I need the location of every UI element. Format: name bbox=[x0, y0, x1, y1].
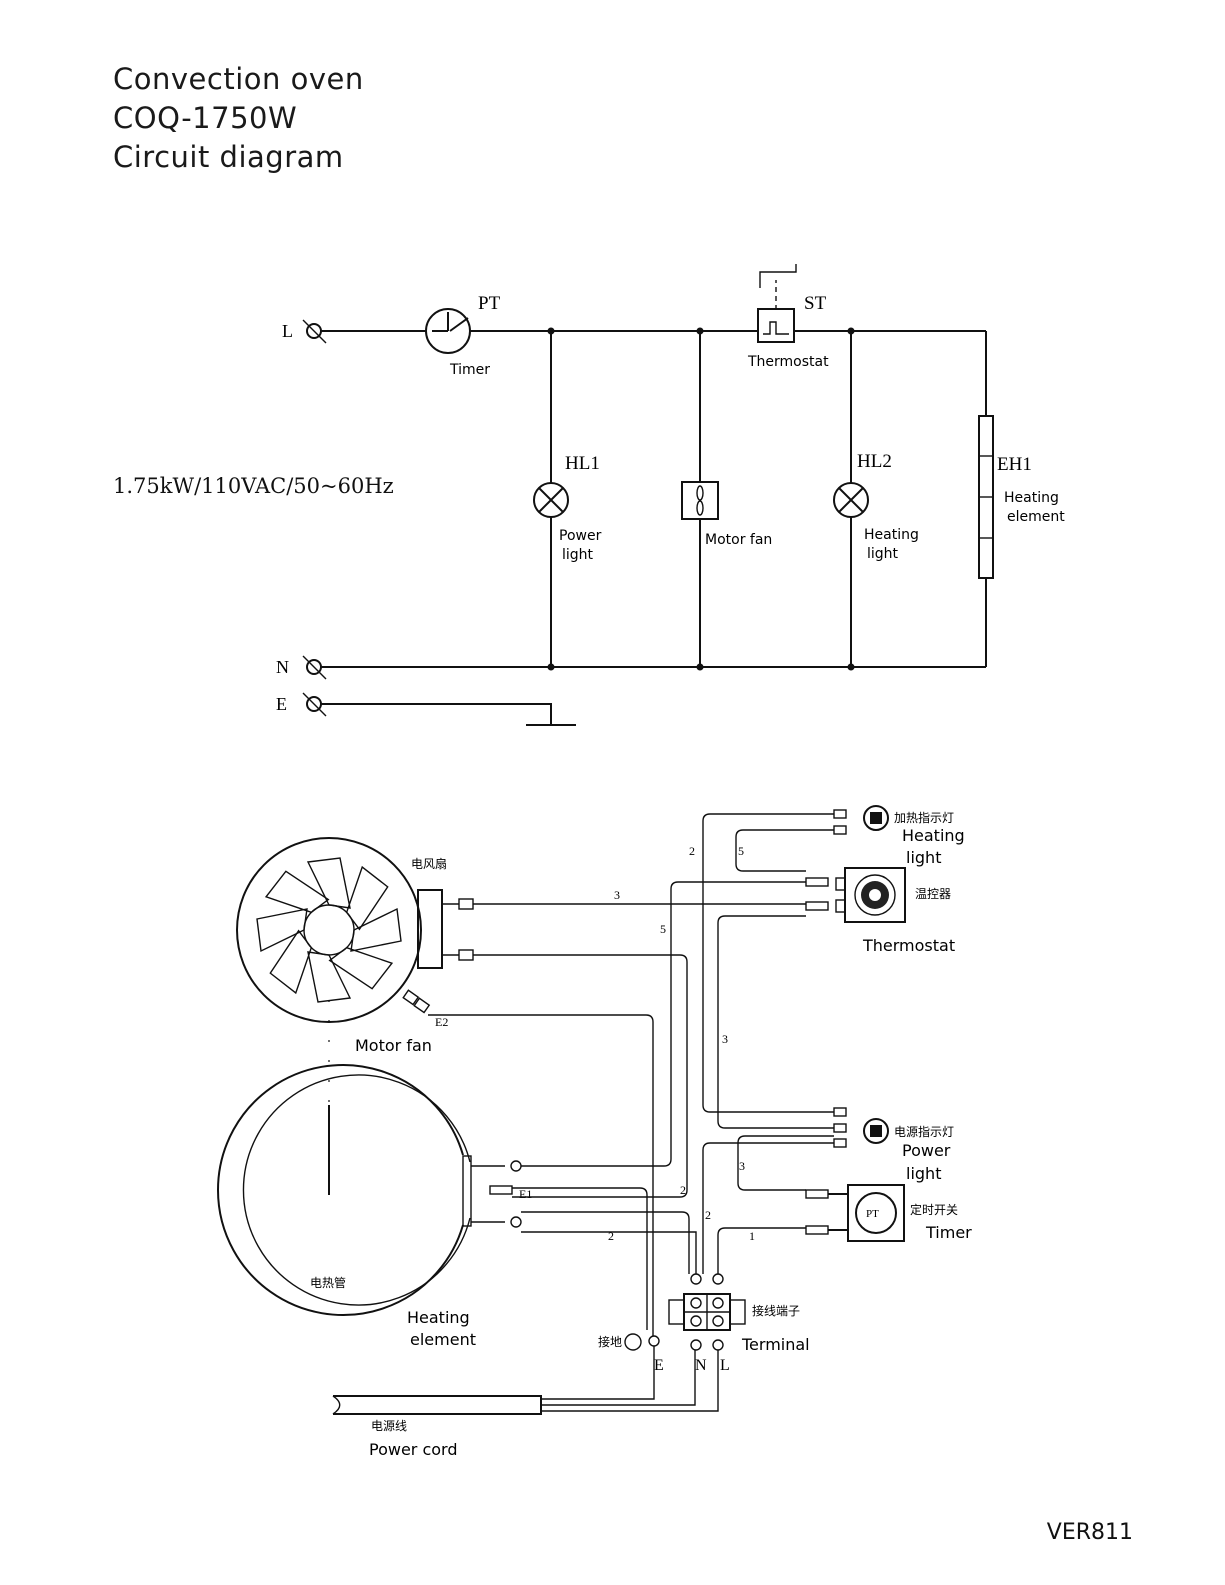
title-product: Convection oven bbox=[113, 62, 364, 96]
cord-n-label: N bbox=[695, 1357, 707, 1374]
wire-number: 2 bbox=[680, 1183, 686, 1197]
cord-en: Power cord bbox=[369, 1440, 458, 1459]
ground-cn: 接地 bbox=[598, 1334, 622, 1349]
cord-l-label: L bbox=[720, 1357, 730, 1374]
heating-element-code: EH1 bbox=[997, 454, 1032, 475]
power-light-en-1: Power bbox=[902, 1141, 951, 1160]
cord-cn: 电源线 bbox=[371, 1419, 407, 1433]
ground-icon bbox=[624, 1333, 642, 1351]
power-light-symbol bbox=[533, 482, 569, 518]
terminal-n-label: N bbox=[276, 657, 289, 677]
power-cord bbox=[332, 1346, 719, 1415]
wiring-diagram: 电风扇 Motor fan E2 电热管 Heating element E1 bbox=[217, 805, 972, 1459]
timer-drawing bbox=[805, 1184, 905, 1242]
fan-ground-label: E2 bbox=[435, 1015, 448, 1029]
heating-light-label-1: Heating bbox=[864, 527, 919, 543]
terminal-l-label: L bbox=[282, 321, 293, 341]
terminal-cn: 接线端子 bbox=[752, 1303, 800, 1318]
timer-symbol bbox=[425, 308, 471, 354]
wire-number: 2 bbox=[608, 1229, 614, 1243]
heating-element-drawing bbox=[217, 1064, 505, 1316]
thermostat-symbol bbox=[757, 264, 797, 343]
power-light-icon bbox=[863, 1118, 889, 1144]
heating-element-label-1: Heating bbox=[1004, 490, 1059, 506]
timer-label: Timer bbox=[449, 362, 490, 378]
heating-light-code: HL2 bbox=[857, 451, 892, 472]
timer-code-label: PT bbox=[866, 1208, 879, 1220]
title-diagram: Circuit diagram bbox=[113, 140, 344, 174]
wire-number: 5 bbox=[738, 844, 744, 858]
timer-en: Timer bbox=[925, 1223, 972, 1242]
fan-label-en: Motor fan bbox=[355, 1036, 432, 1055]
power-light-label-2: light bbox=[562, 547, 594, 563]
terminal-e-label: E bbox=[276, 694, 287, 714]
wire-number: 3 bbox=[614, 888, 620, 902]
element-ground-label: E1 bbox=[519, 1187, 532, 1201]
terminal-block bbox=[668, 1273, 746, 1351]
thermostat-device-icon bbox=[844, 867, 906, 923]
timer-code: PT bbox=[478, 293, 501, 314]
element-label-cn: 电热管 bbox=[310, 1275, 346, 1290]
power-light-code: HL1 bbox=[565, 453, 600, 474]
wire-number: 3 bbox=[722, 1032, 728, 1046]
wire-number: 2 bbox=[705, 1208, 711, 1222]
heating-element-symbol bbox=[978, 415, 994, 579]
timer-cn: 定时开关 bbox=[910, 1202, 958, 1217]
motor-fan-symbol bbox=[681, 481, 719, 520]
motor-fan-icon bbox=[236, 837, 422, 1023]
heating-light-label-2: light bbox=[867, 546, 899, 562]
thermostat-drawing bbox=[805, 867, 906, 923]
motor-fan-label: Motor fan bbox=[705, 532, 772, 548]
thermostat-en: Thermostat bbox=[862, 936, 955, 955]
wire-number: 3 bbox=[739, 1159, 745, 1173]
element-label-en-2: element bbox=[410, 1330, 476, 1349]
heating-light-icon bbox=[863, 805, 889, 831]
power-light-en-2: light bbox=[906, 1164, 941, 1183]
cord-e-label: E bbox=[654, 1357, 664, 1374]
terminal-en: Terminal bbox=[741, 1335, 810, 1354]
wire-number: 2 bbox=[689, 844, 695, 858]
thermostat-cn: 温控器 bbox=[915, 887, 951, 901]
power-rating: 1.75kW/110VAC/50~60Hz bbox=[113, 474, 394, 498]
wire-number: 1 bbox=[749, 1229, 755, 1243]
power-light-label-1: Power bbox=[559, 528, 602, 544]
power-light-cn: 电源指示灯 bbox=[894, 1124, 954, 1139]
schematic-diagram: L PT Timer ST Thermostat bbox=[276, 264, 1065, 726]
wire-number: 5 bbox=[660, 922, 666, 936]
heating-light-en-1: Heating bbox=[902, 826, 965, 845]
heating-element-label-2: element bbox=[1007, 509, 1065, 525]
heating-light-en-2: light bbox=[906, 848, 941, 867]
thermostat-label: Thermostat bbox=[747, 354, 829, 370]
timer-device-icon bbox=[847, 1184, 905, 1242]
wires bbox=[428, 813, 834, 1336]
heating-light-symbol bbox=[833, 482, 869, 518]
version-label: VER811 bbox=[1046, 1520, 1133, 1545]
heating-light-cn: 加热指示灯 bbox=[894, 810, 954, 825]
fan-label-cn: 电风扇 bbox=[411, 856, 447, 871]
thermostat-code: ST bbox=[804, 293, 827, 314]
element-label-en-1: Heating bbox=[407, 1308, 470, 1327]
title-model: COQ-1750W bbox=[113, 101, 298, 135]
